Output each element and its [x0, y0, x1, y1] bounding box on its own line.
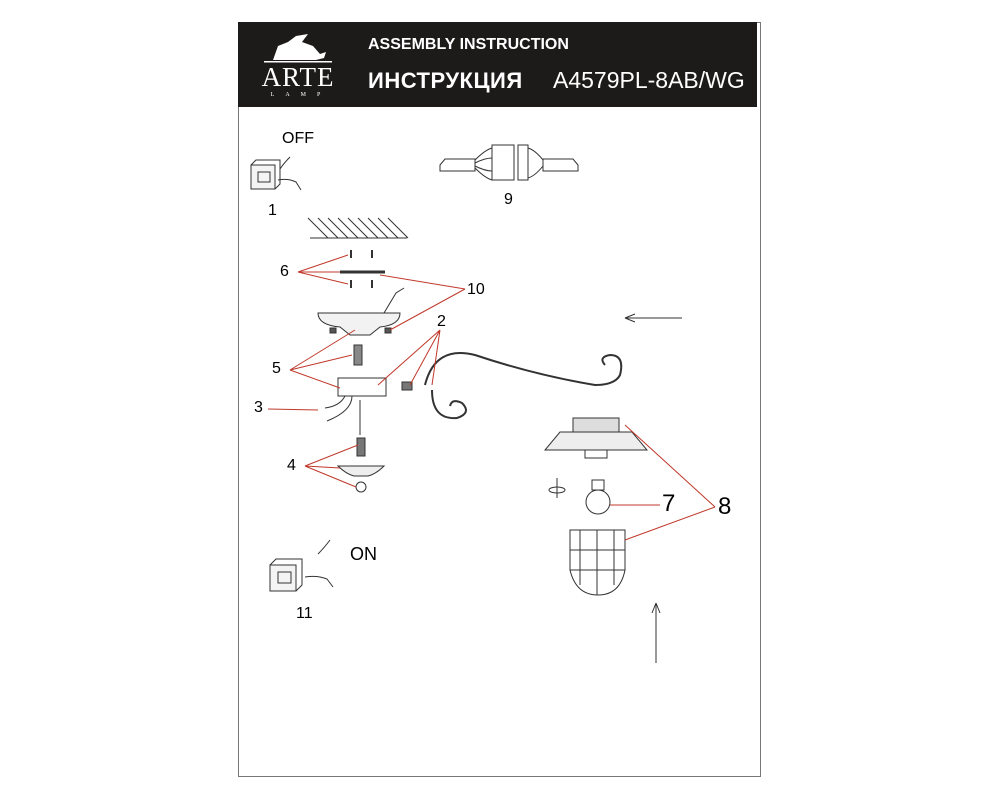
- wall-switch-off-icon: [250, 156, 302, 191]
- logo-subtext: LAMP: [270, 92, 332, 98]
- model-number: A4579PL-8AB/WG: [553, 67, 745, 93]
- logo-text: ARTE: [261, 62, 335, 92]
- wire-cage-glass-icon: [569, 529, 626, 596]
- lamp-shade-icon: [543, 417, 649, 459]
- step-7-label: 7: [662, 490, 676, 517]
- arte-lamp-logo: ARTE LAMP: [258, 32, 338, 104]
- griffin-icon: [264, 34, 332, 63]
- step-1-label: 1: [268, 202, 277, 219]
- step-10-label: 10: [467, 281, 485, 298]
- wall-switch-on-icon: [269, 539, 334, 592]
- bottom-cap-icon: [336, 465, 386, 477]
- step-3-label: 3: [254, 399, 263, 416]
- title-english: ASSEMBLY INSTRUCTION: [368, 36, 569, 53]
- rotate-icon: [548, 478, 566, 498]
- light-bulb-icon: [585, 479, 611, 515]
- arrow-up-icon: [651, 602, 661, 663]
- label-on: ON: [350, 544, 377, 564]
- terminal-block-icon: [439, 144, 579, 181]
- junction-box-icon: [337, 377, 387, 397]
- coupling-icon: [401, 381, 413, 391]
- label-off: OFF: [282, 130, 314, 147]
- step-11-label: 11: [296, 605, 313, 622]
- nipple-part-icon: [353, 344, 363, 366]
- canopy-icon: [317, 287, 405, 336]
- header-banner: ARTE LAMP ASSEMBLY INSTRUCTION ИНСТРУКЦИ…: [238, 22, 757, 107]
- step-4-label: 4: [287, 457, 296, 474]
- step-8-label: 8: [718, 493, 732, 520]
- step-9-label: 9: [504, 191, 513, 208]
- step-5-label: 5: [272, 360, 281, 377]
- callout-lines: [267, 254, 716, 541]
- finial-icon: [355, 481, 367, 493]
- socket-wires-icon: [324, 395, 366, 457]
- screws-icon: [340, 250, 385, 288]
- arrow-left-icon: [624, 313, 682, 323]
- ceiling-hatch-icon: [307, 217, 409, 239]
- step-2-label: 2: [437, 313, 446, 330]
- step-6-label: 6: [280, 263, 289, 280]
- title-russian: ИНСТРУКЦИЯ: [368, 68, 523, 93]
- scroll-arm-icon: [424, 352, 623, 420]
